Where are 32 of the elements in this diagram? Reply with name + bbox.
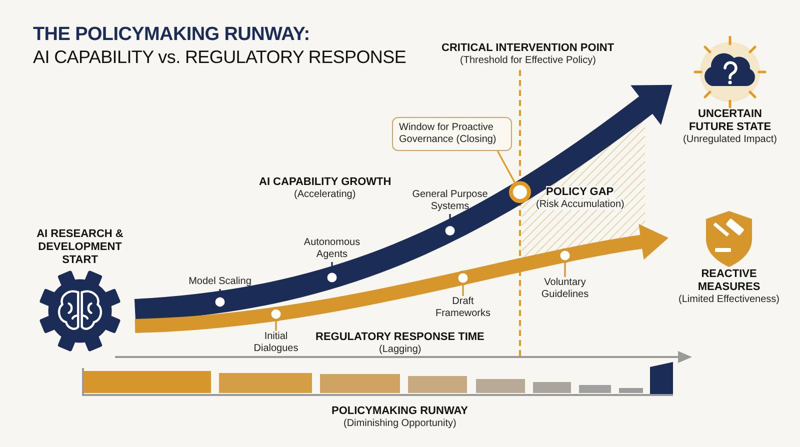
leader-line [212, 289, 228, 310]
annotation-heading: CRITICAL INTERVENTION POINT [442, 42, 614, 54]
annotation-heading: POLICYMAKING RUNWAY [332, 405, 468, 417]
annotation-subtitle: (Threshold for Effective Policy) [460, 55, 596, 66]
leader-line [268, 306, 284, 331]
node-subtitle: (Limited Effectiveness) [678, 294, 780, 306]
annotation-subtitle: (Accelerating) [294, 189, 356, 200]
annotation-heading: POLICY GAP [546, 186, 614, 198]
leader-line [558, 248, 572, 277]
milestone-label: Autonomous Agents [302, 237, 362, 261]
curved-arrow [134, 224, 668, 333]
annotation-subtitle: (Risk Accumulation) [536, 199, 624, 210]
leader-line [456, 270, 470, 296]
curved-arrow [134, 85, 673, 321]
diagram-title: THE POLICYMAKING RUNWAY: AI CAPABILITY vs. REGULATORY RESPONSE [33, 24, 406, 68]
annotation-heading: AI CAPABILITY GROWTH [259, 176, 392, 188]
leader-line [324, 262, 340, 285]
milestone-label: Voluntary Guidelines [540, 277, 590, 301]
annotation-subtitle: (Diminishing Opportunity) [344, 418, 456, 429]
annotation-subtitle: (Lagging) [379, 344, 422, 355]
callout-box: Window for Proactive Governance (Closing) [392, 117, 512, 151]
annotation-heading: REGULATORY RESPONSE TIME [316, 331, 484, 343]
milestone-label: General Purpose Systems [411, 189, 489, 213]
leader-line [442, 214, 458, 238]
milestone-label: Draft Frameworks [434, 296, 492, 320]
leader-line [496, 150, 531, 204]
node-heading: AI RESEARCH & DEVELOPMENT START [36, 228, 124, 267]
milestone-label: Initial Dialogues [252, 331, 300, 355]
node-subtitle: (Unregulated Impact) [682, 134, 778, 146]
node-heading: UNCERTAIN FUTURE STATE [688, 108, 772, 134]
milestone-label: Model Scaling [188, 276, 252, 288]
node-heading: REACTIVE MEASURES [696, 268, 762, 294]
